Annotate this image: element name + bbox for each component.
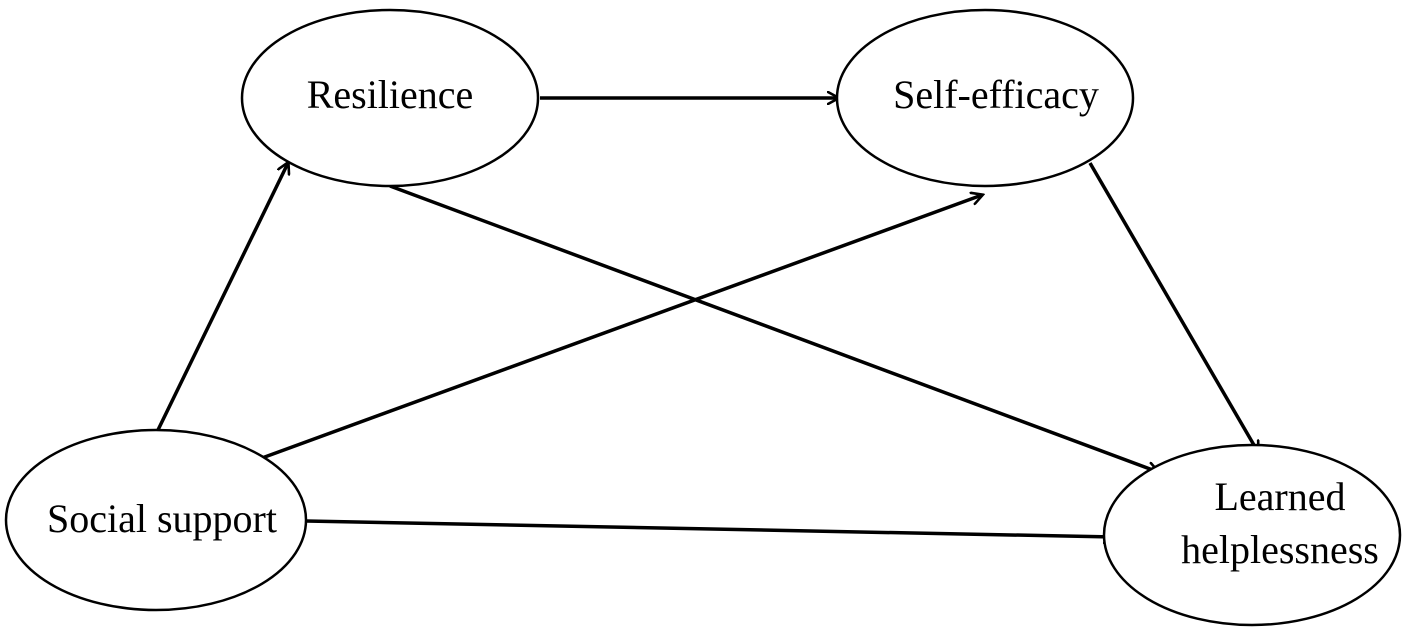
edges-layer — [155, 98, 1258, 537]
edge-resilience-to-learned-helplessness — [389, 184, 1158, 472]
edge-social-support-to-resilience — [155, 163, 288, 433]
node-label: Self-efficacy — [893, 72, 1099, 117]
node-learned-helplessness: Learned helplessness — [1102, 443, 1402, 627]
node-self-efficacy: Self-efficacy — [835, 8, 1135, 188]
node-ellipse — [240, 8, 540, 188]
node-ellipse — [835, 8, 1135, 188]
node-resilience: Resilience — [240, 8, 540, 188]
node-social-support: Social support — [4, 428, 308, 612]
edge-social-support-to-self-efficacy — [261, 195, 982, 460]
node-label: Resilience — [307, 72, 474, 117]
node-label: Social support — [47, 496, 277, 541]
node-label: Learned — [1214, 474, 1345, 519]
edge-self-efficacy-to-learned-helplessness — [1088, 162, 1258, 452]
node-ellipse — [1102, 443, 1402, 627]
node-label: helplessness — [1181, 527, 1379, 572]
edge-social-support-to-learned-helplessness — [305, 519, 1114, 537]
node-ellipse — [4, 428, 308, 612]
